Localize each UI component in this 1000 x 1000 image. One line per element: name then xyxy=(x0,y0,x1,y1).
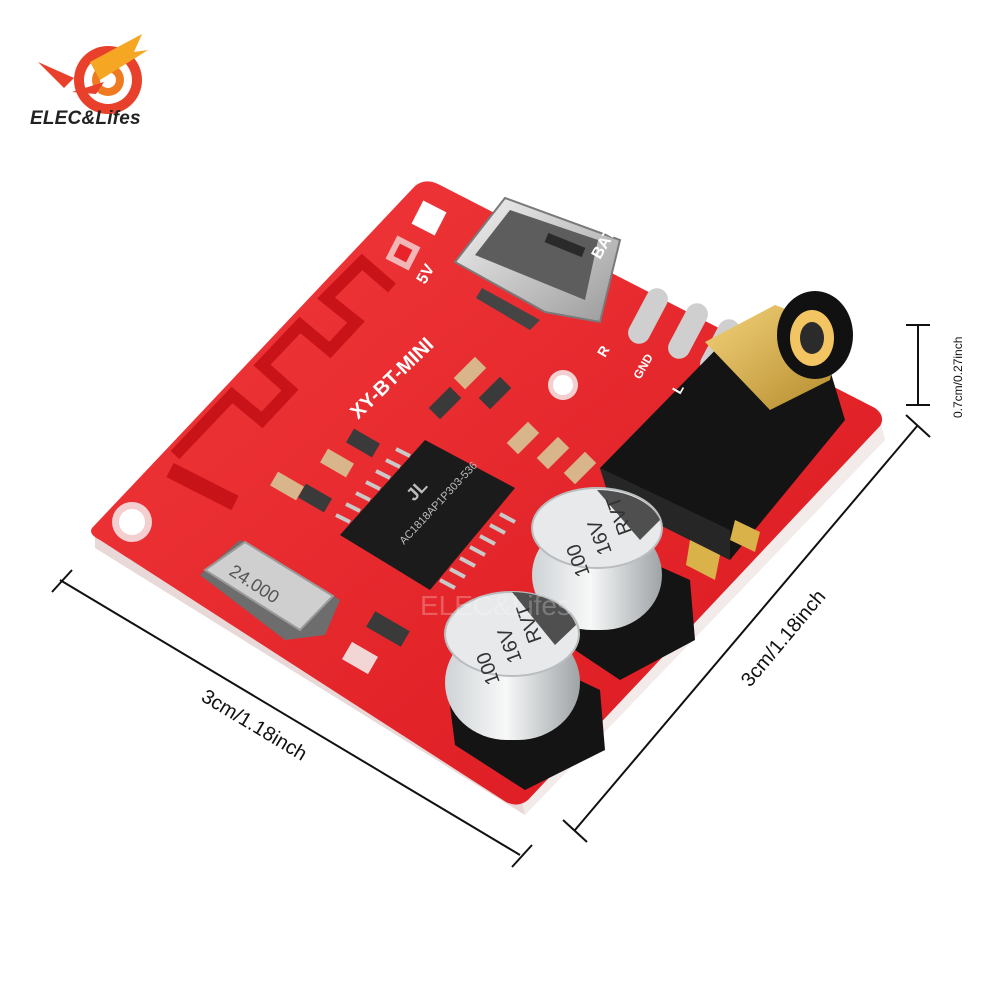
dimension-depth xyxy=(562,414,931,843)
dimension-depth-label: 3cm/1.18inch xyxy=(737,586,830,691)
micro-usb-port xyxy=(453,196,622,330)
brand-name: ELEC&Lifes xyxy=(30,108,141,129)
dimension-width-label: 3cm/1.18inch xyxy=(197,685,310,765)
smd-components xyxy=(270,356,597,675)
antenna-trace xyxy=(166,253,396,511)
dimension-height xyxy=(906,324,930,406)
watermark: ELEC&Lifes xyxy=(420,590,571,621)
crystal-oscillator: 24.000 xyxy=(200,540,340,640)
audio-jack xyxy=(600,291,853,580)
logo-target-icon xyxy=(38,34,148,114)
dimension-width xyxy=(51,569,533,868)
brand-logo xyxy=(38,34,148,114)
battery-pads xyxy=(385,200,447,271)
mounting-holes xyxy=(112,370,578,542)
bluetooth-chip: JL AC1818AP1P303-536 xyxy=(335,440,516,590)
capacitor-2: 100 16V RVT xyxy=(444,591,605,790)
capacitor-1: 100 16V RVT xyxy=(531,487,695,680)
dimension-height-label: 0.7cm/0.27inch xyxy=(951,337,965,418)
